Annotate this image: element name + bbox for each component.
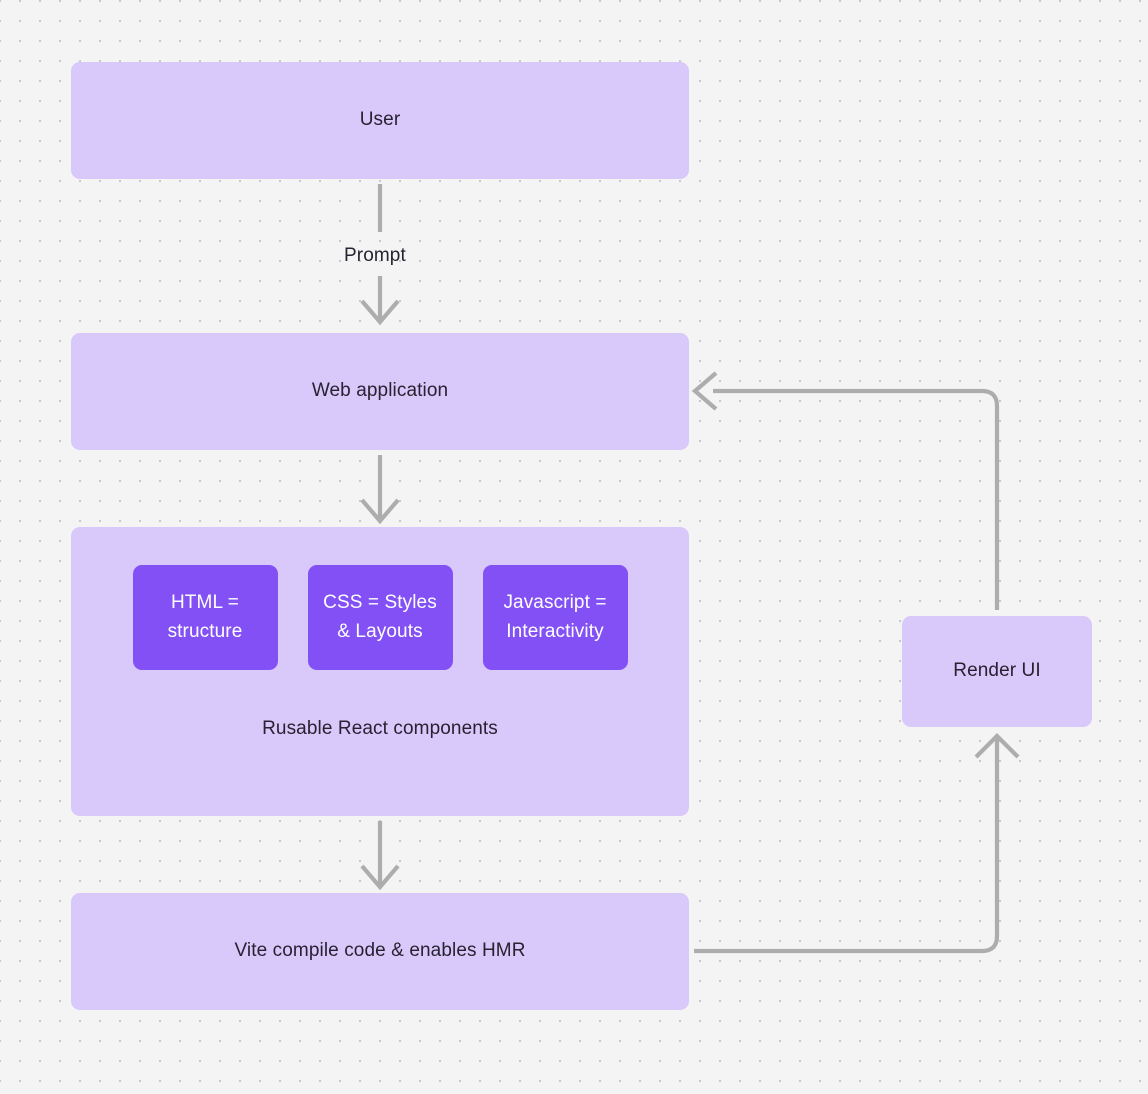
edge-render-to-webapp bbox=[691, 371, 1000, 610]
node-vite[interactable]: Vite compile code & enables HMR bbox=[71, 893, 689, 1010]
edge-label-prompt: Prompt bbox=[344, 245, 406, 266]
node-user-label: User bbox=[359, 109, 401, 131]
inner-node-row: HTML = structure CSS = Styles & Layouts … bbox=[71, 565, 689, 670]
node-css[interactable]: CSS = Styles & Layouts bbox=[307, 565, 453, 670]
node-vite-label: Vite compile code & enables HMR bbox=[234, 940, 526, 962]
node-css-label: CSS = Styles & Layouts bbox=[323, 592, 437, 642]
node-html[interactable]: HTML = structure bbox=[132, 565, 278, 670]
node-user[interactable]: User bbox=[71, 62, 689, 179]
edge-vite-to-render bbox=[694, 733, 1020, 954]
node-web-application-label: Web application bbox=[311, 380, 449, 402]
node-render-ui-label: Render UI bbox=[953, 660, 1041, 682]
node-components-group[interactable]: HTML = structure CSS = Styles & Layouts … bbox=[71, 527, 689, 816]
node-javascript-label: Javascript = Interactivity bbox=[503, 592, 607, 642]
edge-components-to-vite bbox=[360, 821, 400, 891]
node-components-caption: Rusable React components bbox=[262, 718, 498, 739]
node-html-label: HTML = structure bbox=[167, 592, 243, 642]
node-render-ui[interactable]: Render UI bbox=[902, 616, 1092, 727]
node-web-application[interactable]: Web application bbox=[71, 333, 689, 450]
edge-webapp-to-components bbox=[360, 455, 400, 525]
node-javascript[interactable]: Javascript = Interactivity bbox=[482, 565, 628, 670]
